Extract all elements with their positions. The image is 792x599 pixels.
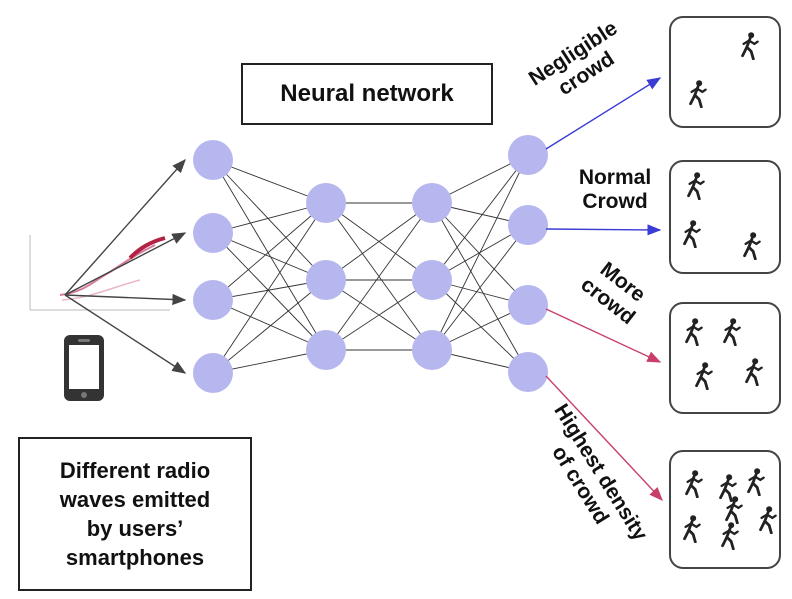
input-caption: Different radio waves emitted by users’ …: [18, 437, 252, 591]
connection-edge: [431, 202, 529, 306]
input-arrows: [64, 158, 187, 374]
connection-edge: [212, 299, 327, 351]
connection-edge: [325, 279, 433, 351]
neuron-node: [193, 353, 233, 393]
crowd-panel-more: [669, 302, 781, 414]
crowd-panel-negligible: [669, 16, 781, 128]
connection-edge: [325, 202, 433, 281]
output-arrow: [545, 77, 662, 150]
connection-edge: [431, 224, 529, 351]
neuron-node: [306, 260, 346, 300]
connection-edge: [212, 202, 327, 301]
crowd-panel-normal: [669, 160, 781, 274]
output-arrow: [545, 308, 662, 363]
network-connections: [212, 154, 529, 374]
connection-edge: [431, 279, 529, 373]
connection-edge: [212, 159, 327, 351]
input-arrow: [64, 158, 186, 296]
output-arrows: [545, 77, 663, 502]
neuron-node: [306, 330, 346, 370]
neuron-node: [412, 330, 452, 370]
network-nodes: [193, 135, 548, 393]
connection-edge: [325, 202, 433, 351]
connection-edge: [431, 154, 529, 281]
connection-edge: [212, 159, 327, 204]
label-normal-crowd: Normal Crowd: [578, 166, 652, 213]
neuron-node: [412, 260, 452, 300]
connection-edge: [431, 154, 529, 351]
neuron-node: [508, 135, 548, 175]
connection-edge: [212, 159, 327, 281]
connection-edge: [212, 279, 327, 374]
output-arrow: [545, 224, 662, 236]
neuron-node: [306, 183, 346, 223]
input-arrow: [64, 294, 187, 374]
input-arrow: [64, 232, 187, 296]
connection-edge: [212, 232, 327, 281]
crowd-panel-highest: [669, 450, 781, 569]
neuron-node: [193, 280, 233, 320]
neuron-node: [412, 183, 452, 223]
output-arrow: [545, 375, 663, 502]
neuron-node: [193, 213, 233, 253]
neuron-node: [508, 352, 548, 392]
smartphone-icon: [64, 335, 104, 401]
connection-edge: [212, 202, 327, 374]
connection-edge: [212, 232, 327, 351]
neuron-node: [193, 140, 233, 180]
neuron-node: [508, 205, 548, 245]
neuron-node: [508, 285, 548, 325]
neural-network-title: Neural network: [241, 63, 493, 125]
input-arrow: [64, 293, 187, 306]
